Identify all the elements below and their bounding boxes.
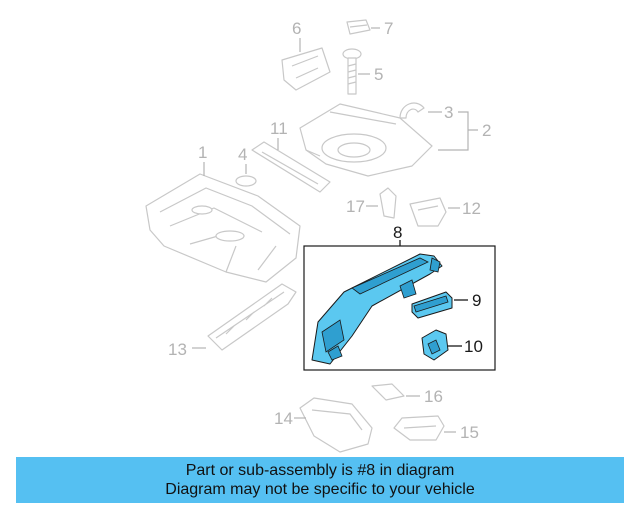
callout-4: 4	[238, 145, 247, 164]
callout-12: 12	[462, 199, 481, 218]
part-3-clip	[399, 102, 425, 119]
part-14-cover	[299, 397, 373, 453]
callout-15: 15	[460, 423, 479, 442]
callout-10: 10	[464, 337, 483, 356]
callout-2: 2	[482, 121, 491, 140]
part-13-rail	[207, 283, 297, 351]
callout-5: 5	[374, 65, 383, 84]
callout-9: 9	[472, 291, 481, 310]
part-17-bracket	[379, 187, 397, 219]
part-4-plug	[235, 175, 257, 187]
part-5-bolt	[342, 48, 362, 95]
part-2-spare-well	[299, 103, 433, 177]
info-banner: Part or sub-assembly is #8 in diagram Di…	[16, 457, 624, 503]
part-16-plate	[371, 383, 405, 401]
callout-6: 6	[292, 19, 301, 38]
callout-13: 13	[168, 340, 187, 359]
part-15-bracket	[393, 415, 445, 441]
callout-3: 3	[444, 103, 453, 122]
banner-line-2: Diagram may not be specific to your vehi…	[165, 481, 475, 498]
callout-8: 8	[393, 223, 402, 242]
part-11-strip	[251, 141, 331, 193]
part-9-bracket	[411, 291, 453, 319]
callout-14: 14	[274, 409, 293, 428]
callout-16: 16	[424, 387, 443, 406]
callout-1: 1	[198, 143, 207, 162]
part-7-cap	[346, 19, 371, 35]
part-6-bracket	[281, 47, 331, 91]
part-1-floor-pan	[145, 173, 301, 283]
callout-17: 17	[346, 197, 365, 216]
banner-line-1: Part or sub-assembly is #8 in diagram	[185, 462, 455, 479]
part-12-bracket	[409, 197, 447, 227]
part-8-rear-frame-rail	[311, 253, 443, 365]
leader-2	[438, 111, 478, 151]
callout-11: 11	[270, 119, 288, 138]
part-10-cap	[421, 329, 449, 361]
callout-7: 7	[384, 19, 393, 38]
